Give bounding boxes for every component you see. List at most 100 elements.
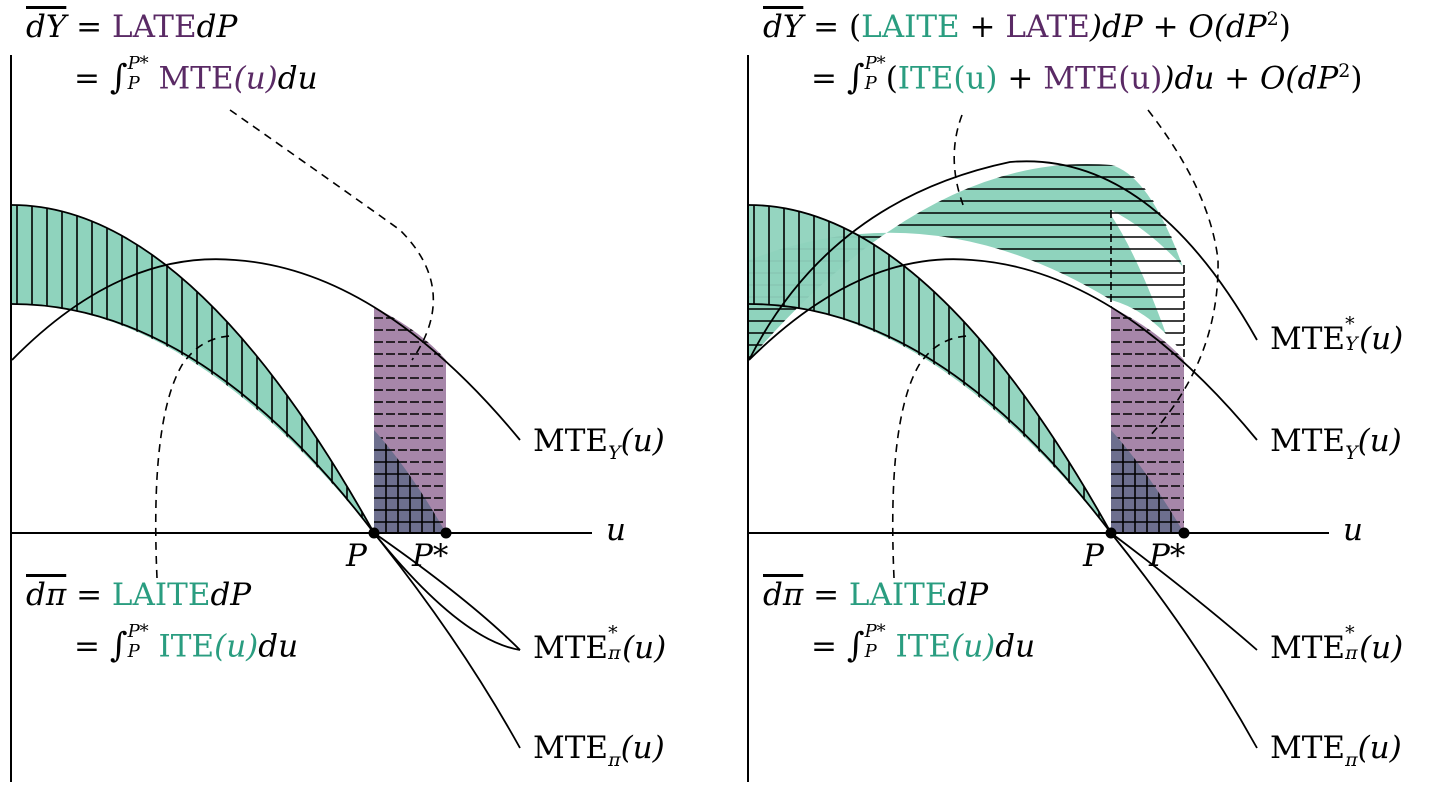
left-point-p [368, 527, 380, 539]
left-curve-mte-pi [11, 303, 521, 749]
right-eq-y-rhs: )dP + O(dP [1089, 9, 1267, 45]
right-eq-pi2-equals: = [811, 628, 837, 665]
right-eq-pi-laite: LAITE [848, 577, 948, 613]
left-label-mte-pi-star-text: MTE [533, 630, 609, 666]
right-eq-y-equals: = ( [813, 9, 862, 45]
right-eq-pi2-du: du [995, 628, 1036, 665]
right-eq-y2-open: ( [885, 60, 898, 97]
left-label-mte-pi-star-sub: π [608, 642, 621, 664]
left-eq-y-equals: = [76, 9, 103, 45]
right-eq-y2-equals: = [811, 60, 837, 97]
left-label-mte-pi-sub: π [608, 749, 621, 771]
left-curve-mte-pi-star-lower [373, 532, 521, 651]
right-eq-y2-limits: P*P [865, 54, 886, 94]
right-eq-y2-integral: ∫ [846, 57, 865, 98]
left-eq-y-late: LATE [112, 9, 197, 45]
left-label-mte-pi-text: MTE [533, 730, 609, 766]
right-eq-y2-upper: P* [864, 53, 886, 74]
right-label-mte-y-star: MTE*Y(u) [1270, 315, 1404, 357]
right-point-p-star [1178, 527, 1190, 539]
right-label-mte-pi-sub: π [1345, 749, 1358, 771]
left-teal-band [12, 205, 374, 533]
left-eq-pi2-limits: P*P [128, 622, 149, 662]
right-eq-y-line2: = ∫P*P(ITE(u) + MTE(u))du + O(dP2) [811, 54, 1363, 100]
right-white-wedge [1111, 210, 1184, 355]
left-eq-pi2-upper: P* [127, 621, 149, 642]
right-curve-mte-y [748, 258, 1258, 441]
left-eq-pi2-equals: = [74, 628, 100, 665]
right-eq-pi2-limits: P*P [865, 622, 886, 662]
left-eq-pi-line1: dπ = LAITEdP [26, 580, 251, 611]
left-label-mte-y: MTEY(u) [533, 423, 665, 463]
right-eq-y2-ite: ITE(u) [897, 60, 998, 97]
right-eq-pi2-lower: P [864, 641, 877, 662]
left-label-mte-pi-star-arg: (u) [622, 630, 667, 666]
right-eq-y-laite: LAITE [861, 9, 960, 45]
left-axis-p-star-label: P* [412, 538, 449, 574]
left-eq-pi-laite: LAITE [111, 577, 211, 613]
right-label-mte-pi-star-text: MTE [1270, 630, 1346, 666]
left-label-mte-pi-star: MTE*π(u) [533, 624, 667, 666]
right-label-mte-pi-star-arg: (u) [1359, 630, 1404, 666]
right-label-mte-y-star-sup: * [1345, 313, 1355, 335]
right-eq-y2-lower: P [864, 73, 877, 94]
left-eq-y2-limits: P*P [128, 54, 149, 94]
left-eq-pi-lhs: dπ [26, 577, 67, 613]
left-axis-u-label: u [606, 512, 626, 548]
right-label-mte-y-star-text: MTE [1270, 321, 1346, 357]
right-label-mte-y: MTEY(u) [1270, 423, 1402, 463]
left-label-mte-pi-star-sup: * [608, 622, 618, 644]
left-eq-pi-line2: = ∫P*P ITE(u)du [74, 622, 299, 668]
right-label-mte-y-sub: Y [1345, 442, 1358, 464]
right-curve-mte-pi [748, 303, 1258, 749]
left-dashed-leader-y [229, 109, 435, 361]
left-eq-pi2-integral: ∫ [109, 625, 128, 666]
right-label-mte-y-star-sub: Y [1345, 333, 1358, 355]
left-eq-y2-u: (u) [233, 60, 278, 97]
right-label-mte-y-text: MTE [1270, 423, 1346, 459]
left-eq-y2-equals: = [74, 60, 100, 97]
right-eq-pi-line2: = ∫P*P ITE(u)du [811, 622, 1036, 668]
left-eq-y2-du: du [277, 60, 318, 97]
right-point-p [1105, 527, 1117, 539]
right-curve-mte-pi-star [748, 204, 1258, 651]
right-curve-mte-y-star [748, 160, 1258, 361]
left-curve-mte-y [11, 258, 521, 441]
left-eq-y2-integral: ∫ [109, 57, 128, 98]
left-eq-y-lhs: dY [26, 9, 67, 45]
left-eq-pi2-lower: P [127, 641, 140, 662]
right-label-mte-pi-star-sub: π [1345, 642, 1358, 664]
right-eq-y-lhs: dY [763, 9, 804, 45]
right-dashed-leader-laite [953, 114, 966, 211]
right-label-mte-pi-star-sup: * [1345, 622, 1355, 644]
right-eq-y2-mte: MTE(u) [1043, 60, 1163, 97]
right-axis-u-label: u [1343, 512, 1363, 548]
right-eq-y2-plus: + [997, 60, 1044, 97]
left-label-mte-y-arg: (u) [620, 423, 665, 459]
right-eq-y-late: LATE [1005, 9, 1090, 45]
right-label-mte-pi-star: MTE*π(u) [1270, 624, 1404, 666]
right-eq-y2-close: ) [1350, 60, 1363, 97]
left-curve-mte-pi-star [11, 204, 521, 651]
left-eq-pi2-du: du [258, 628, 299, 665]
right-eq-y-close: ) [1278, 9, 1291, 45]
left-eq-pi-rhs: dP [210, 577, 252, 613]
right-eq-pi2-ite: ITE [895, 628, 952, 665]
right-eq-y2-rest: )du + O(dP [1162, 60, 1339, 97]
left-point-p-star [440, 527, 452, 539]
right-label-mte-pi: MTEπ(u) [1270, 730, 1402, 770]
right-label-mte-pi-arg: (u) [1357, 730, 1402, 766]
right-eq-y-line1: dY = (LAITE + LATE)dP + O(dP2) [763, 9, 1291, 45]
right-panel [747, 55, 1329, 782]
left-eq-y-rhs: dP [196, 9, 238, 45]
right-eq-pi-rhs: dP [947, 577, 989, 613]
right-eq-pi-lhs: dπ [763, 577, 804, 613]
left-axis-p-label: P [346, 538, 367, 574]
left-label-mte-pi-arg: (u) [620, 730, 665, 766]
right-axis-p-star-label: P* [1149, 538, 1186, 574]
left-eq-y2-lower: P [127, 73, 140, 94]
right-label-mte-y-star-arg: (u) [1359, 321, 1404, 357]
left-eq-y-line1: dY = LATEdP [26, 12, 237, 43]
right-label-mte-pi-text: MTE [1270, 730, 1346, 766]
